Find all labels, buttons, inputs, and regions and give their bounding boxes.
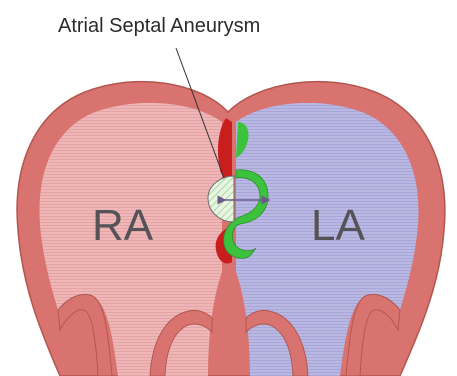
label-la: LA (311, 201, 365, 250)
label-ra: RA (92, 201, 154, 250)
diagram-title: Atrial Septal Aneurysm (58, 15, 260, 37)
